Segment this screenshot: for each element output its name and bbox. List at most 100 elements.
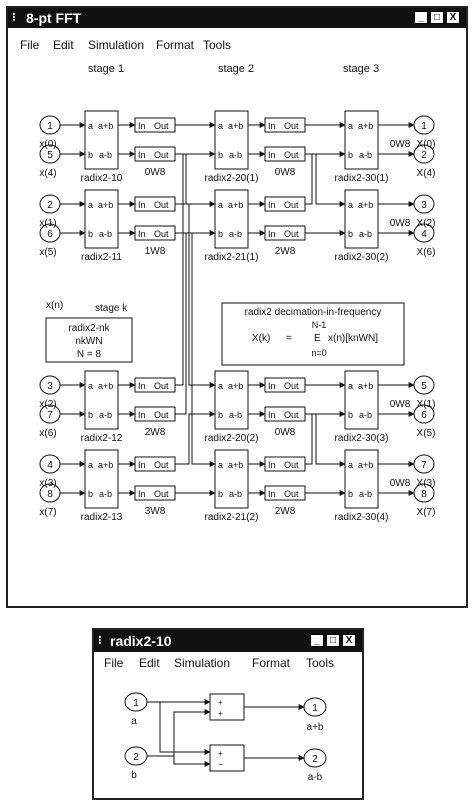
output-port-3[interactable] — [413, 194, 435, 214]
app-icon: ⁝ — [12, 10, 16, 24]
input-port-2[interactable] — [39, 144, 61, 164]
stage2-pass-4-box[interactable] — [264, 456, 306, 472]
stage2-radix-2-block[interactable] — [214, 189, 249, 249]
output-port-4[interactable] — [413, 223, 435, 243]
stage2-pass-1-box[interactable] — [264, 117, 306, 133]
close-button[interactable]: X — [446, 11, 460, 24]
stage1-mult-3-in-label: In — [138, 410, 146, 420]
menu-tools[interactable]: Tools — [203, 38, 232, 52]
sub-input-port-1[interactable] — [124, 692, 148, 712]
stage2-mult-3-box[interactable] — [264, 406, 306, 422]
sum-block-add[interactable] — [209, 693, 245, 721]
output-port-6[interactable] — [413, 404, 435, 424]
stage1-pass-2-out-label: Out — [154, 200, 169, 210]
stage2-mult-3-out-label: Out — [284, 410, 299, 420]
fft-block-diagram: 1x(0)5x(4)2x(1)6x(5)3x(2)7x(6)4x(3)8x(7)… — [39, 63, 436, 523]
maximize-button[interactable]: □ — [430, 11, 444, 24]
menu-edit[interactable]: Edit — [53, 38, 74, 52]
stage1-mult-3-box[interactable] — [134, 406, 176, 422]
sub-title-bar[interactable]: ⁝ radix2-10 _ □ X — [94, 630, 362, 652]
legend-line-2: nkWN — [75, 336, 102, 347]
stage3-radix-4-block[interactable] — [344, 449, 379, 509]
stage2-radix-3-block[interactable] — [214, 370, 249, 430]
input-port-8-label: x(7) — [39, 507, 56, 518]
stage1-radix-1-port-b: b — [88, 150, 93, 160]
stage1-mult-1-box[interactable] — [134, 146, 176, 162]
main-title-bar[interactable]: ⁝ 8-pt FFT _ □ X — [8, 8, 466, 28]
stage1-radix-1-block[interactable] — [84, 110, 119, 170]
input-port-5-label: x(2) — [39, 399, 56, 410]
input-port-8[interactable] — [39, 483, 61, 503]
stage1-pass-4-in-label: In — [138, 460, 146, 470]
output-port-3-label: X(2) — [417, 218, 436, 229]
sub-menu-file[interactable]: File — [104, 656, 124, 670]
input-port-6-num: 7 — [47, 410, 53, 421]
output-port-1[interactable] — [413, 115, 435, 135]
stage1-pass-1-box[interactable] — [134, 117, 176, 133]
input-port-4-num: 6 — [47, 229, 53, 240]
input-port-1[interactable] — [39, 115, 61, 135]
output-port-5[interactable] — [413, 375, 435, 395]
stage2-mult-4-box[interactable] — [264, 485, 306, 501]
menu-file[interactable]: File — [20, 38, 40, 52]
legend-line-1: radix2-nk — [68, 323, 110, 334]
menu-format[interactable]: Format — [156, 38, 195, 52]
stage2-pass-3-in-label: In — [268, 381, 276, 391]
stage2-mult-4-twiddle-label: 2W8 — [275, 506, 296, 517]
stage3-radix-3-port-aminusb: a-b — [359, 410, 372, 420]
stage2-pass-3-box[interactable] — [264, 377, 306, 393]
output-port-7[interactable] — [413, 454, 435, 474]
sub-minimize-button[interactable]: _ — [310, 634, 324, 647]
wire-in1-to-sum2 — [159, 702, 211, 755]
sub-maximize-button[interactable]: □ — [326, 634, 340, 647]
wire-s1-s2-2 — [175, 153, 216, 207]
sub-menu-tools[interactable]: Tools — [306, 656, 335, 670]
stage3-radix-1-block[interactable] — [344, 110, 379, 170]
stage2-radix-1-label: radix2-20(1) — [205, 173, 259, 184]
sub-menu-format[interactable]: Format — [252, 656, 291, 670]
stage1-radix-3-label: radix2-12 — [81, 433, 123, 444]
input-port-4[interactable] — [39, 223, 61, 243]
stage3-radix-3-block[interactable] — [344, 370, 379, 430]
stage1-radix-3-block[interactable] — [84, 370, 119, 430]
stage2-mult-2-twiddle-label: 2W8 — [275, 246, 296, 257]
sub-close-button[interactable]: X — [342, 634, 356, 647]
output-port-2[interactable] — [413, 144, 435, 164]
stage1-pass-1-out-label: Out — [154, 121, 169, 131]
sum-block-subtract[interactable] — [209, 744, 245, 772]
input-port-5[interactable] — [39, 375, 61, 395]
stage1-pass-2-box[interactable] — [134, 196, 176, 212]
stage2-mult-1-box[interactable] — [264, 146, 306, 162]
stage2-pass-2-out-label: Out — [284, 200, 299, 210]
stage1-mult-4-box[interactable] — [134, 485, 176, 501]
stage2-radix-4-port-aminusb: a-b — [229, 489, 242, 499]
input-port-7[interactable] — [39, 454, 61, 474]
stage3-radix-1-label: radix2-30(1) — [335, 173, 389, 184]
stage1-radix-2-block[interactable] — [84, 189, 119, 249]
sub-output-port-1[interactable] — [303, 697, 327, 717]
stage1-radix-4-block[interactable] — [84, 449, 119, 509]
stage1-pass-3-box[interactable] — [134, 377, 176, 393]
sub-output-port-2[interactable] — [303, 748, 327, 768]
stage3-radix-2-port-aplusb: a+b — [358, 200, 373, 210]
stage2-mult-4-in-label: In — [268, 489, 276, 499]
stage2-pass-1-out-label: Out — [284, 121, 299, 131]
minimize-button[interactable]: _ — [414, 11, 428, 24]
stage1-pass-4-box[interactable] — [134, 456, 176, 472]
stage1-mult-2-box[interactable] — [134, 225, 176, 241]
stage2-mult-2-box[interactable] — [264, 225, 306, 241]
input-port-3[interactable] — [39, 194, 61, 214]
stage1-radix-1-port-a: a — [88, 121, 93, 131]
output-port-8[interactable] — [413, 483, 435, 503]
sub-menu-edit[interactable]: Edit — [139, 656, 160, 670]
sub-input-port-2[interactable] — [124, 746, 148, 766]
stage3-twiddle-1: 0W8 — [390, 139, 411, 150]
stage3-radix-2-block[interactable] — [344, 189, 379, 249]
sub-menu-simulation[interactable]: Simulation — [174, 656, 231, 670]
input-port-6[interactable] — [39, 404, 61, 424]
stage2-radix-1-block[interactable] — [214, 110, 249, 170]
stage2-radix-4-block[interactable] — [214, 449, 249, 509]
menu-simulation[interactable]: Simulation — [88, 38, 145, 52]
sub-menu-bar: File Edit Simulation Format Tools — [94, 656, 362, 672]
stage2-pass-2-box[interactable] — [264, 196, 306, 212]
